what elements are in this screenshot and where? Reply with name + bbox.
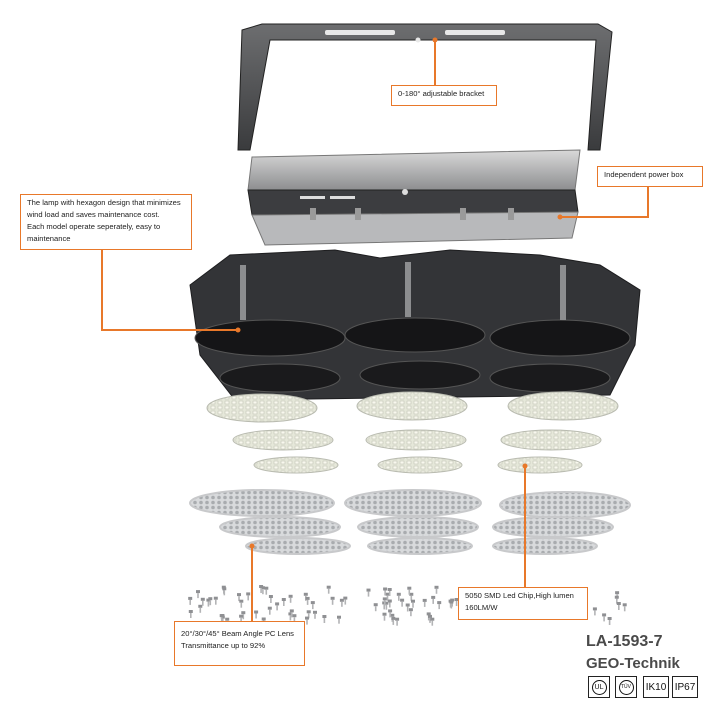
- ik10-mark-label: IK10: [645, 681, 667, 693]
- ip67-mark-icon: IP67: [672, 676, 698, 698]
- tuv-mark-label: TÜV: [618, 679, 634, 695]
- ul-mark-label: UL: [591, 679, 607, 695]
- ik10-mark-icon: IK10: [643, 676, 669, 698]
- power-box-callout: Independent power box: [597, 166, 703, 187]
- bracket-callout: 0-180° adjustable bracket: [391, 85, 497, 106]
- ip67-mark-label: IP67: [674, 681, 696, 693]
- hexagon-callout-line: Each model operate seperately, easy to: [27, 222, 161, 231]
- led-chip-callout: 5050 SMD Led Chip,High lumen 160LM/W: [458, 587, 588, 620]
- hexagon-callout-line: The lamp with hexagon design that minimi…: [27, 198, 181, 207]
- callout-leaders: [101, 40, 649, 623]
- lens-callout-line: 20°/30°/45° Beam Angle PC Lens: [181, 629, 294, 638]
- power-box: [247, 149, 581, 246]
- lens-callout: 20°/30°/45° Beam Angle PC Lens Transmitt…: [174, 621, 305, 666]
- hexagon-design-callout: The lamp with hexagon design that minimi…: [20, 194, 192, 250]
- ul-mark-icon: UL: [588, 676, 610, 698]
- led-callout-line: 160LM/W: [465, 603, 498, 612]
- pc-lenses: [189, 489, 631, 555]
- tuv-mark-icon: TÜV: [615, 676, 637, 698]
- callout-dots: [235, 37, 563, 549]
- screws: [188, 585, 627, 626]
- heatsink-modules: [189, 249, 641, 401]
- led-callout-line: 5050 SMD Led Chip,High lumen: [465, 591, 574, 600]
- model-number: LA-1593-7: [586, 633, 663, 650]
- hexagon-callout-line: wind load and saves maintenance cost.: [27, 210, 160, 219]
- led-boards: [206, 391, 619, 474]
- hexagon-callout-line: maintenance: [27, 234, 71, 243]
- bracket-callout-text: 0-180° adjustable bracket: [398, 89, 485, 98]
- mounting-bracket: [237, 23, 613, 151]
- power-box-callout-text: Independent power box: [604, 170, 684, 179]
- brand-name: GEO-Technik: [586, 655, 680, 672]
- lens-callout-line: Transmittance up to 92%: [181, 641, 266, 650]
